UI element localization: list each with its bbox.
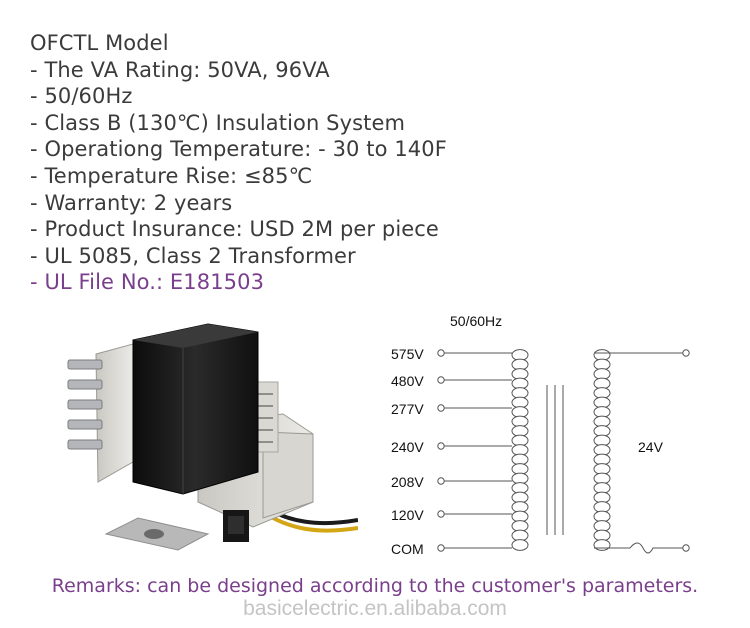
spec-temperature-rise: - Temperature Rise: ≤85℃ [30, 163, 313, 188]
tap-label-120v: 120V [391, 507, 424, 523]
fuse-symbol [594, 542, 683, 554]
wiring-schematic: 50/60Hz 575V 480V 277V 240V 208V 120V CO… [391, 313, 690, 557]
tap-label-240v: 240V [391, 439, 424, 455]
spec-va-rating: - The VA Rating: 50VA, 96VA [30, 57, 330, 82]
frequency-label: 50/60Hz [450, 313, 502, 329]
transformer-image [67, 323, 358, 551]
spec-ul-file: - UL File No.: E181503 [30, 270, 265, 295]
spec-warranty: - Warranty: 2 years [30, 190, 233, 215]
spec-frequency: - 50/60Hz [30, 84, 133, 109]
spec-operating-temperature: - Operationg Temperature: - 30 to 140F [30, 137, 447, 162]
tap-label-575v: 575V [391, 346, 424, 362]
spec-ul-standard: - UL 5085, Class 2 Transformer [30, 243, 356, 268]
tap-label-com: COM [391, 541, 424, 557]
transformer-core [546, 385, 564, 535]
secondary-winding [593, 349, 611, 551]
tap-label-277v: 277V [391, 401, 424, 417]
spec-insurance: - Product Insurance: USD 2M per piece [30, 217, 439, 242]
tap-label-480v: 480V [391, 373, 424, 389]
tap-label-208v: 208V [391, 474, 424, 490]
watermark: basicelectric.en.alibaba.com [243, 597, 507, 620]
remarks-text: Remarks: can be designed according to th… [51, 575, 699, 597]
spec-insulation: - Class B (130℃) Insulation System [30, 110, 406, 135]
spec-model: OFCTL Model [30, 31, 169, 55]
secondary-voltage-label: 24V [638, 439, 664, 455]
spec-list: OFCTL Model - The VA Rating: 50VA, 96VA … [30, 30, 447, 296]
primary-winding [511, 349, 529, 551]
